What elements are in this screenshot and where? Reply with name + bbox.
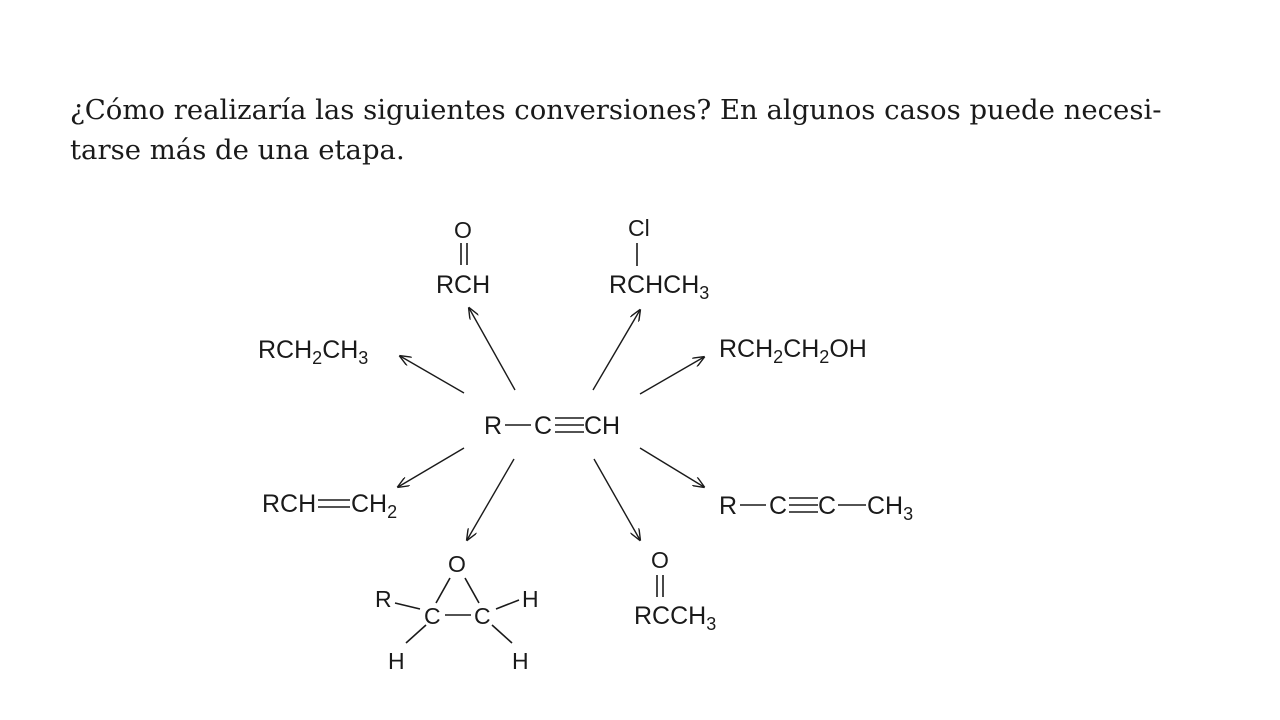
arrow-to-alkene <box>398 447 465 487</box>
arrows <box>398 308 704 540</box>
epoxide-structure: O R C C H H H <box>375 551 539 674</box>
ketone-o: O <box>651 547 669 573</box>
epoxide-h-right: H <box>522 586 539 612</box>
center-r: R <box>484 412 502 440</box>
arrow-to-alcohol <box>639 357 704 395</box>
alkene-ch2: CH2 <box>351 490 397 522</box>
arrow-to-alkane <box>400 356 465 394</box>
arrow-to-epoxide <box>467 458 515 540</box>
aldehyde-formula: RCH <box>436 271 490 299</box>
arrow-to-aldehyde <box>469 308 516 391</box>
internal-alkyne-c1: C <box>769 492 787 520</box>
chloride-cl: Cl <box>628 215 650 241</box>
alcohol-formula: RCH2CH2OH <box>719 335 867 367</box>
chloride-structure: Cl RCHCH3 <box>609 215 709 303</box>
internal-alkyne-c2: C <box>818 492 836 520</box>
center-alkyne: R C CH <box>484 412 620 440</box>
epoxide-r: R <box>375 586 392 612</box>
internal-alkyne-r: R <box>719 492 737 520</box>
center-triple-bond <box>555 417 584 433</box>
epoxide-c2: C <box>474 603 491 629</box>
alkene-rch: RCH <box>262 490 316 518</box>
alkene-structure: RCH CH2 <box>262 490 397 522</box>
epoxide-h-bottom-right: H <box>512 648 529 674</box>
arrow-to-ketone <box>593 458 640 540</box>
aldehyde-structure: O RCH <box>436 217 490 299</box>
question-line-1: ¿Cómo realizaría las siguientes conversi… <box>70 94 1162 126</box>
question-text: ¿Cómo realizaría las siguientes conversi… <box>70 90 1200 170</box>
alkane-formula: RCH2CH3 <box>258 336 368 368</box>
center-c: C <box>534 412 552 440</box>
internal-alkyne-ch3: CH3 <box>867 492 913 524</box>
ketone-formula: RCCH3 <box>634 602 716 634</box>
arrow-to-chloride <box>592 310 640 391</box>
chloride-formula: RCHCH3 <box>609 271 709 303</box>
epoxide-h-bottom-left: H <box>388 648 405 674</box>
center-ch: CH <box>584 412 620 440</box>
internal-alkyne-structure: R C C CH3 <box>719 492 913 524</box>
epoxide-c1: C <box>424 603 441 629</box>
arrow-to-internal-alkyne <box>639 447 704 487</box>
ketone-structure: O RCCH3 <box>634 547 716 634</box>
aldehyde-o: O <box>454 217 472 243</box>
question-line-2: tarse más de una etapa. <box>70 134 405 166</box>
epoxide-o: O <box>448 551 466 577</box>
